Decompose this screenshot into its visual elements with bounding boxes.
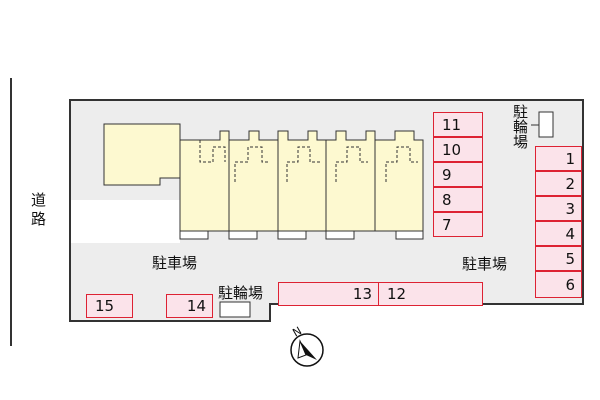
- parking-label-right: 駐車場: [462, 255, 508, 273]
- parking-spot-15: 15: [86, 294, 133, 318]
- parking-spot-2: 2: [535, 171, 582, 196]
- parking-spot-10: 10: [433, 137, 483, 162]
- parking-spot-5: 5: [535, 246, 582, 271]
- bicycle-parking-label-bottom: 駐輪場: [218, 284, 264, 302]
- parking-label-left: 駐車場: [152, 254, 198, 272]
- bicycle-parking-box-bottom: [219, 301, 251, 318]
- parking-spot-4: 4: [535, 221, 582, 246]
- parking-spot-7: 7: [433, 212, 483, 237]
- parking-spot-3: 3: [535, 196, 582, 221]
- driveway-opening: [71, 200, 180, 243]
- parking-spot-11: 11: [433, 112, 483, 137]
- building-townhouse-row: [179, 130, 424, 240]
- bicycle-parking-label-top: 駐輪場: [511, 104, 529, 149]
- bicycle-parking-box-top: [538, 111, 554, 138]
- parking-spot-9: 9: [433, 162, 483, 187]
- parking-spot-14: 14: [166, 294, 213, 318]
- building-detached: [103, 123, 181, 186]
- road-label: 道路: [29, 192, 47, 230]
- parking-spot-6: 6: [535, 271, 582, 298]
- north-arrow-icon: N: [290, 324, 324, 367]
- parking-spot-13: 13: [278, 282, 379, 306]
- road-edge-line: [10, 78, 12, 346]
- parking-spot-1: 1: [535, 146, 582, 171]
- parking-spot-12: 12: [378, 282, 483, 306]
- parking-spot-8: 8: [433, 187, 483, 212]
